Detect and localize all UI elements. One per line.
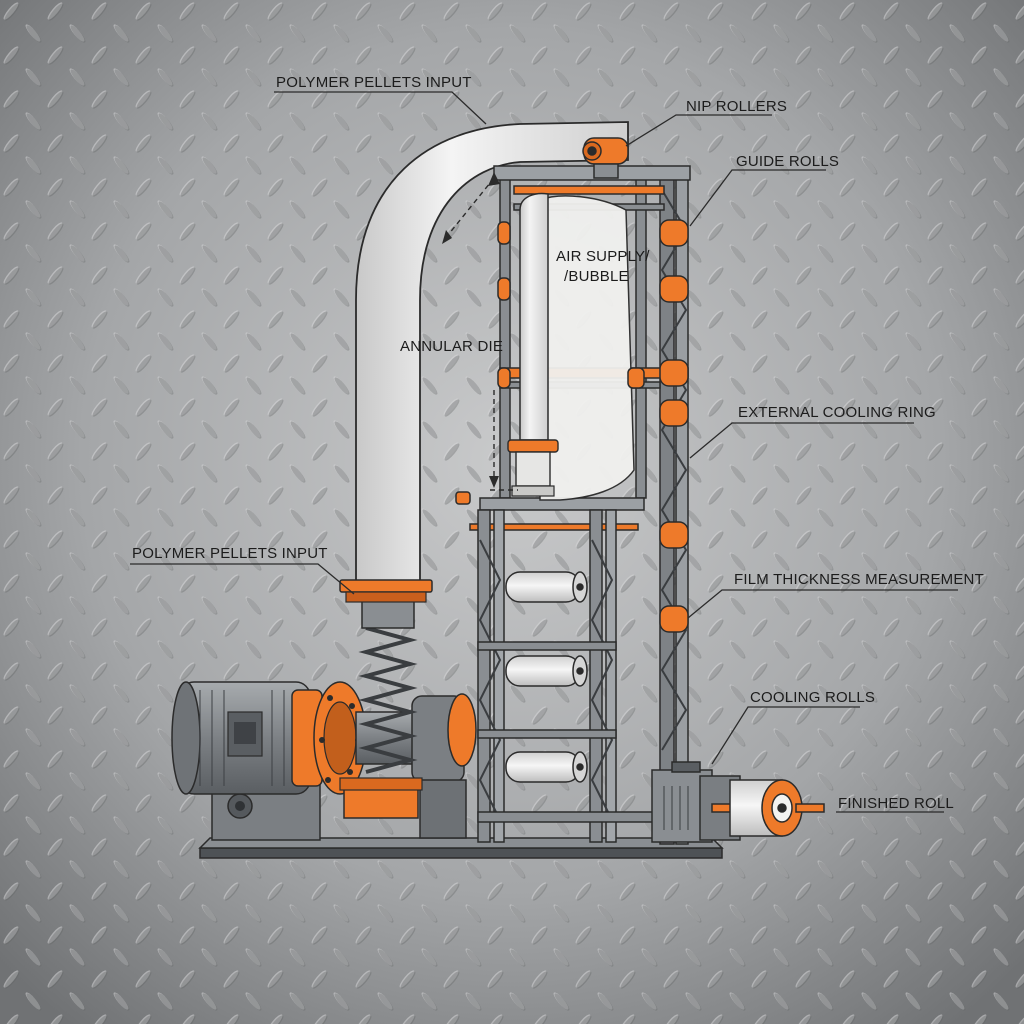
label-cooling-rolls: COOLING ROLLS <box>750 689 876 706</box>
finished-roll <box>711 779 825 837</box>
label-air-supply-line1: AIR SUPPLY/ <box>556 248 650 265</box>
base-platform <box>198 837 724 859</box>
label-polymer-pellets-input-left: POLYMER PELLETS INPUT <box>132 545 328 562</box>
film-bubble <box>507 192 635 501</box>
label-annular-die: ANNULAR DIE <box>400 338 504 355</box>
nip-roller-assembly <box>582 137 629 179</box>
label-external-cooling-ring: EXTERNAL COOLING RING <box>738 404 936 421</box>
label-finished-roll: FINISHED ROLL <box>838 795 954 812</box>
lower-frame <box>477 509 659 843</box>
guide-roll-wheels <box>455 219 689 633</box>
label-film-thickness-measurement: FILM THICKNESS MEASUREMENT <box>734 571 984 588</box>
label-guide-rolls: GUIDE ROLLS <box>736 153 840 170</box>
label-polymer-pellets-input-top: POLYMER PELLETS INPUT <box>276 74 472 91</box>
label-nip-rollers: NIP ROLLERS <box>686 98 788 115</box>
leader-lines <box>130 91 958 813</box>
cooling-rolls <box>505 571 588 783</box>
label-air-supply-line2: /BUBBLE <box>564 268 629 285</box>
pellet-feed-pipe <box>339 121 629 603</box>
dimension-arrows <box>443 177 518 491</box>
extruder-assembly <box>171 599 477 841</box>
